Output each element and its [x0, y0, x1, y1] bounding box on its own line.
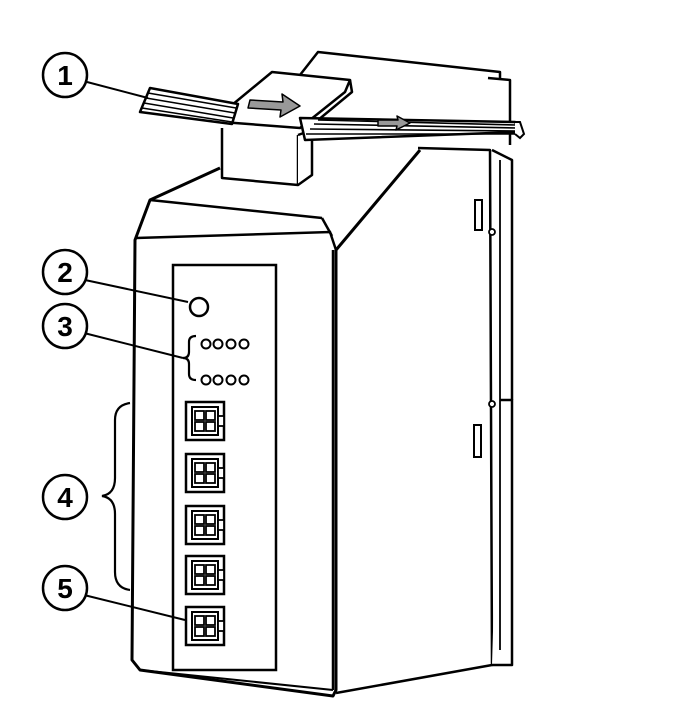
- leader-lines: [83, 81, 189, 621]
- callout-number: 4: [57, 482, 73, 513]
- led: [200, 374, 212, 386]
- callout-number: 1: [57, 60, 73, 91]
- connector-bracket: [101, 401, 131, 592]
- callout-number: 3: [57, 311, 73, 342]
- led: [225, 338, 237, 350]
- led: [238, 374, 250, 386]
- led: [238, 338, 250, 350]
- callout-4: 4: [41, 473, 89, 521]
- side-pin-2: [488, 400, 496, 408]
- callout-number: 2: [57, 257, 73, 288]
- bottom-connector: [184, 605, 226, 647]
- connector-group: [184, 400, 226, 647]
- callout-2: 2: [41, 248, 89, 296]
- callout-circle: [41, 473, 89, 521]
- led-row-top: [200, 338, 250, 350]
- callout-group: 1 2 3 4 5: [41, 51, 89, 612]
- callout-circle: [41, 564, 89, 612]
- connector: [184, 504, 226, 546]
- side-slot-upper: [474, 199, 483, 231]
- led-row-bottom: [200, 374, 250, 386]
- callout-3: 3: [41, 302, 89, 350]
- led: [212, 338, 224, 350]
- callout-1: 1: [41, 51, 89, 99]
- connector: [184, 400, 226, 442]
- callout-5: 5: [41, 564, 89, 612]
- arrow-on-cable: [377, 115, 411, 131]
- callout-circle: [41, 248, 89, 296]
- side-slot-lower: [473, 424, 482, 458]
- led: [212, 374, 224, 386]
- led: [225, 374, 237, 386]
- callout-circle: [41, 302, 89, 350]
- callout-circle: [41, 51, 89, 99]
- connector: [184, 452, 226, 494]
- ribbon-cable: [138, 86, 526, 142]
- callout-number: 5: [57, 573, 73, 604]
- connector: [184, 554, 226, 596]
- led: [200, 338, 212, 350]
- arrow-on-clip: [247, 93, 301, 118]
- round-button: [188, 296, 210, 318]
- side-pin-1: [488, 228, 496, 236]
